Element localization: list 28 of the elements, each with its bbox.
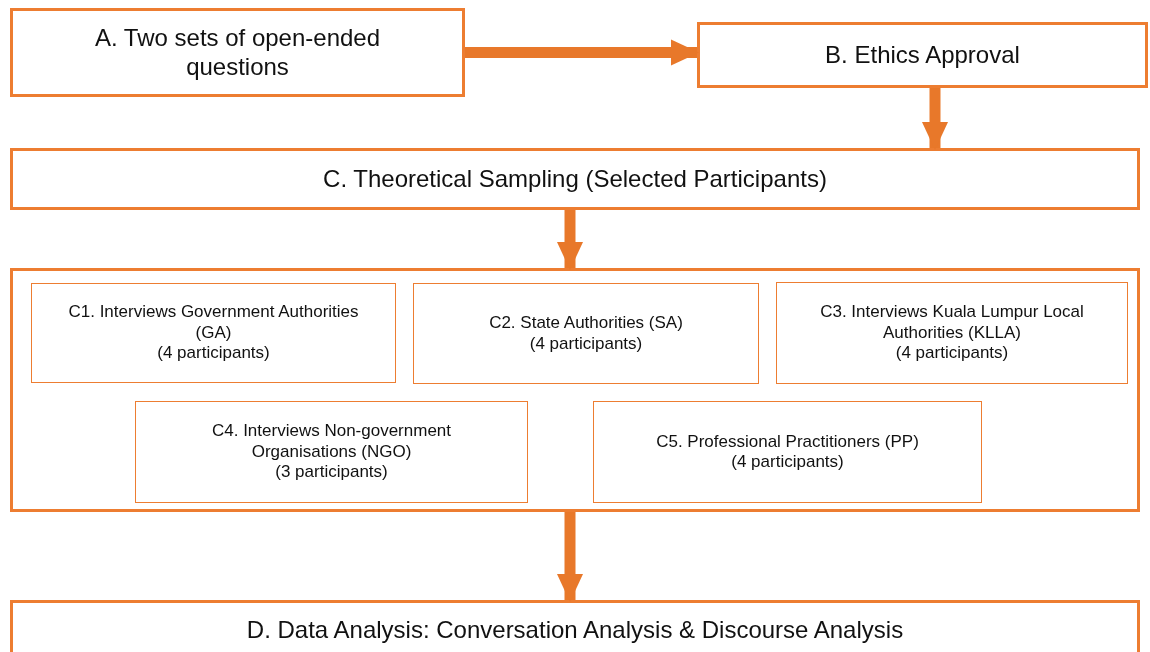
process-box (135, 401, 528, 503)
box-label: C2. State Authorities (SA) (489, 313, 683, 334)
box-label: B. Ethics Approval (825, 40, 1020, 70)
process-box (697, 22, 1148, 88)
box-label: C. Theoretical Sampling (Selected Participants) (323, 164, 827, 194)
process-box (413, 283, 759, 384)
process-box (593, 401, 982, 503)
arrow (557, 210, 583, 270)
process-box (10, 8, 465, 97)
box-label: C1. Interviews Government Authorities (GA) (67, 302, 360, 344)
group-box (10, 268, 1140, 512)
participant-count: (4 participants) (895, 343, 1009, 364)
participant-count: (4 participants) (731, 452, 844, 473)
process-box (31, 283, 396, 383)
process-box (10, 600, 1140, 652)
participant-count: (4 participants) (529, 333, 643, 354)
box-label: C4. Interviews Non-government Organisations (NGO) (210, 421, 452, 463)
arrow (922, 88, 948, 150)
box-label: C5. Professional Practitioners (PP) (656, 431, 919, 452)
arrow (557, 512, 583, 602)
participant-count: (4 participants) (157, 343, 270, 364)
participant-count: (3 participants) (275, 462, 388, 483)
process-box (10, 148, 1140, 210)
process-box (776, 282, 1128, 384)
box-label: A. Two sets of open-ended questions (93, 23, 382, 82)
box-label: D. Data Analysis: Conversation Analysis & Discourse Analysis (246, 615, 904, 645)
box-label: C3. Interviews Kuala Lumpur Local Authorities (KLLA) (819, 302, 1085, 344)
arrow (465, 39, 699, 66)
